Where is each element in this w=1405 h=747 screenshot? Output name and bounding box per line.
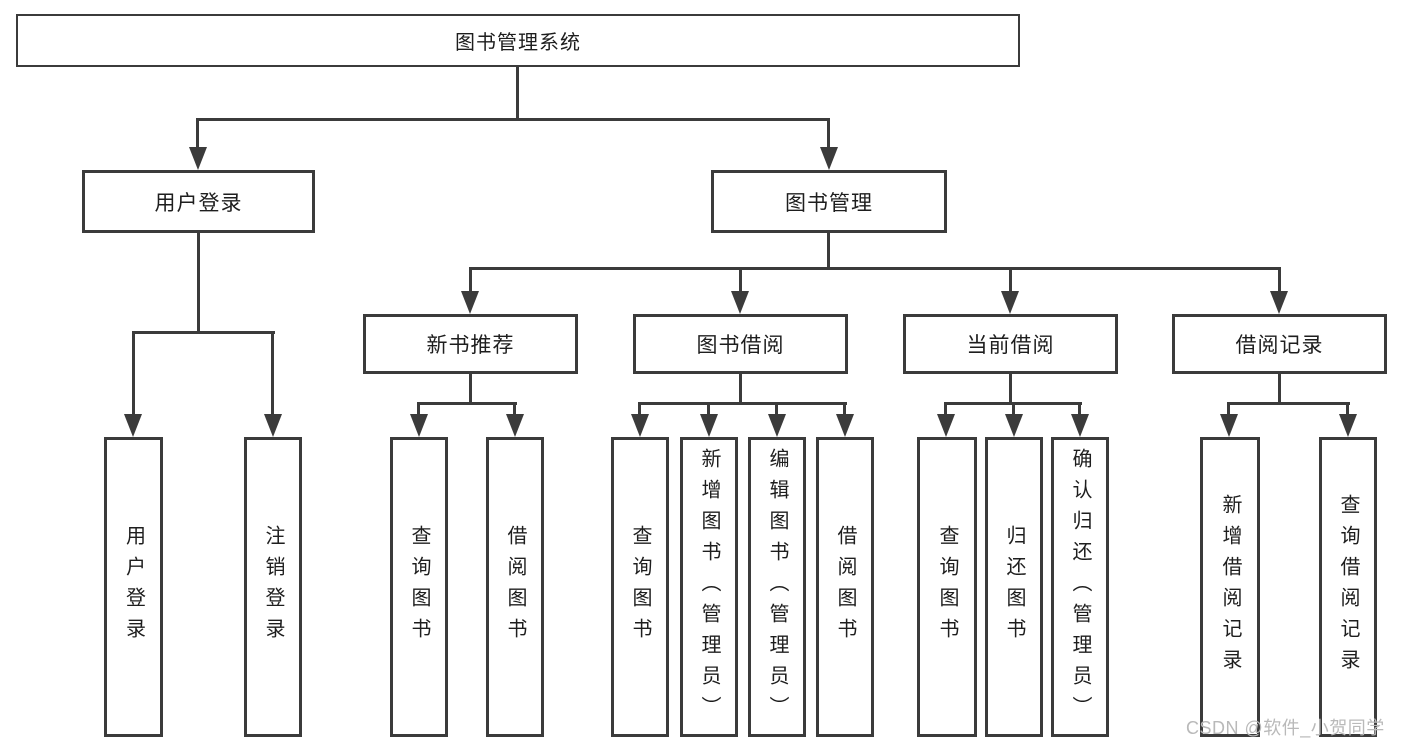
arrow-down-icon — [768, 414, 786, 437]
arrow-down-icon — [836, 414, 854, 437]
connector-line — [516, 67, 519, 121]
leaf-query-books-recommend: 查询图书 — [390, 437, 448, 737]
arrow-down-icon — [820, 147, 838, 170]
leaf-logout: 注销登录 — [244, 437, 302, 737]
node-book-borrow: 图书借阅 — [633, 314, 848, 374]
connector-line — [1009, 374, 1012, 405]
leaf-query-books: 查询图书 — [611, 437, 669, 737]
connector-line — [1278, 267, 1281, 292]
arrow-down-icon — [937, 414, 955, 437]
connector-line — [1009, 267, 1012, 292]
arrow-down-icon — [1270, 291, 1288, 314]
arrow-down-icon — [1220, 414, 1238, 437]
connector-line — [196, 118, 199, 149]
node-library-system: 图书管理系统 — [16, 14, 1020, 67]
connector-line — [196, 118, 830, 121]
node-current-borrow: 当前借阅 — [903, 314, 1118, 374]
connector-line — [739, 374, 742, 405]
arrow-down-icon — [731, 291, 749, 314]
connector-line — [1346, 402, 1349, 416]
node-book-management: 图书管理 — [711, 170, 947, 233]
node-borrow-records: 借阅记录 — [1172, 314, 1387, 374]
arrow-down-icon — [1001, 291, 1019, 314]
connector-line — [513, 402, 516, 416]
leaf-add-borrow-record: 新增借阅记录 — [1200, 437, 1260, 737]
node-new-book-recommend: 新书推荐 — [363, 314, 578, 374]
connector-line — [775, 402, 778, 416]
connector-line — [1278, 374, 1281, 405]
leaf-query-borrow-record: 查询借阅记录 — [1319, 437, 1377, 737]
connector-line — [197, 233, 200, 334]
connector-line — [417, 402, 420, 416]
arrow-down-icon — [1071, 414, 1089, 437]
connector-line — [469, 374, 472, 405]
connector-line — [1227, 402, 1350, 405]
leaf-borrow-books: 借阅图书 — [816, 437, 874, 737]
arrow-down-icon — [1005, 414, 1023, 437]
leaf-query-books-current: 查询图书 — [917, 437, 977, 737]
connector-line — [707, 402, 710, 416]
node-user-login: 用户登录 — [82, 170, 315, 233]
leaf-edit-books-admin: 编辑图书（管理员） — [748, 437, 806, 737]
connector-line — [827, 233, 830, 270]
connector-line — [1227, 402, 1230, 416]
leaf-confirm-return-admin: 确认归还（管理员） — [1051, 437, 1109, 737]
leaf-add-books-admin: 新增图书（管理员） — [680, 437, 738, 737]
leaf-borrow-books-recommend: 借阅图书 — [486, 437, 544, 737]
arrow-down-icon — [700, 414, 718, 437]
connector-line — [638, 402, 847, 405]
arrow-down-icon — [461, 291, 479, 314]
connector-line — [843, 402, 846, 416]
connector-line — [1078, 402, 1081, 416]
leaf-user-login: 用户登录 — [104, 437, 163, 737]
arrow-down-icon — [1339, 414, 1357, 437]
connector-line — [132, 331, 135, 416]
arrow-down-icon — [264, 414, 282, 437]
csdn-watermark: CSDN @软件_小贺同学 — [1186, 718, 1385, 738]
connector-line — [417, 402, 517, 405]
connector-line — [638, 402, 641, 416]
arrow-down-icon — [410, 414, 428, 437]
leaf-return-books: 归还图书 — [985, 437, 1043, 737]
connector-line — [469, 267, 1281, 270]
connector-line — [827, 118, 830, 149]
connector-line — [1012, 402, 1015, 416]
arrow-down-icon — [631, 414, 649, 437]
connector-line — [469, 267, 472, 292]
arrow-down-icon — [506, 414, 524, 437]
connector-line — [944, 402, 947, 416]
connector-line — [739, 267, 742, 292]
connector-line — [132, 331, 275, 334]
connector-line — [271, 331, 274, 416]
arrow-down-icon — [189, 147, 207, 170]
arrow-down-icon — [124, 414, 142, 437]
